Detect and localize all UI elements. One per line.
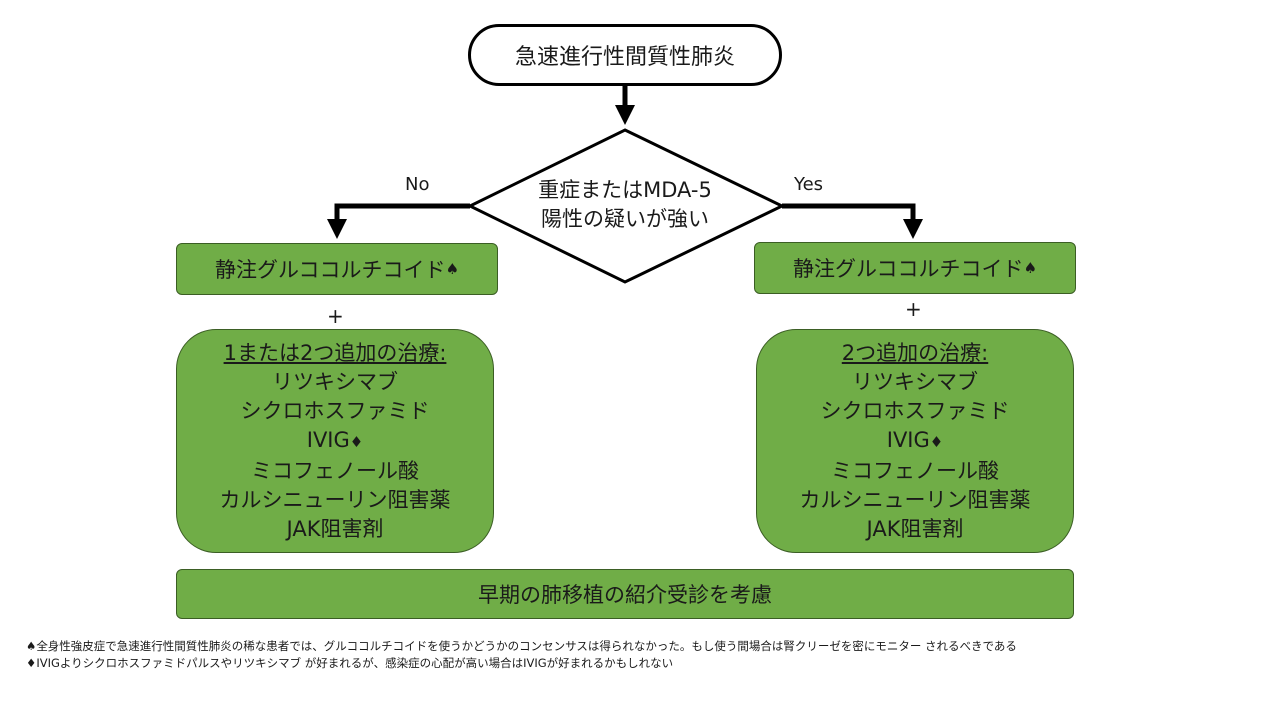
right-steroid-box: 静注グルココルチコイド♠	[754, 242, 1076, 294]
left-ivig-label: IVIG	[306, 427, 350, 452]
footnote-spade: ♠全身性強皮症で急速進行性間質性肺炎の稀な患者では、グルココルチコイドを使うかど…	[26, 638, 1017, 654]
spade-icon: ♠	[445, 260, 460, 278]
edge-label-yes: Yes	[794, 174, 824, 195]
left-treatment-item-calcineurin: カルシニューリン阻害薬	[219, 487, 451, 512]
start-label: 急速進行性間質性肺炎	[514, 45, 735, 70]
diamond-icon: ♦	[26, 656, 37, 670]
left-steroid-label: 静注グルココルチコイド	[214, 258, 446, 282]
right-steroid-label: 静注グルココルチコイド	[792, 257, 1024, 281]
right-treatment-item-ivig: IVIG♦	[887, 426, 943, 457]
start-node: 急速進行性間質性肺炎	[468, 24, 782, 86]
diamond-icon: ♦	[929, 432, 944, 451]
decision-line-1: 重症またはMDA-5	[538, 178, 712, 202]
footnote-spade-text: 全身性強皮症で急速進行性間質性肺炎の稀な患者では、グルココルチコイドを使うかどう…	[36, 639, 1017, 653]
right-treatment-item-mycophenolate: ミコフェノール酸	[831, 458, 999, 483]
diamond-icon: ♦	[349, 432, 364, 451]
left-plus: +	[327, 304, 344, 328]
left-steroid-box: 静注グルココルチコイド♠	[176, 243, 498, 295]
arrow-yes-branch	[782, 203, 923, 239]
decision-diamond	[466, 128, 786, 284]
arrow-no-branch	[327, 203, 470, 239]
right-treatment-item-rituximab: リツキシマブ	[852, 369, 978, 394]
decision-label: 重症またはMDA-5 陽性の疑いが強い	[500, 176, 750, 234]
spade-icon: ♠	[26, 639, 37, 653]
right-treatment-box: 2つ追加の治療: リツキシマブ シクロホスファミド IVIG♦ ミコフェノール酸…	[756, 329, 1074, 553]
lung-transplant-label: 早期の肺移植の紹介受診を考慮	[478, 583, 772, 607]
lung-transplant-box: 早期の肺移植の紹介受診を考慮	[176, 569, 1074, 619]
left-treatment-item-rituximab: リツキシマブ	[272, 369, 398, 394]
right-treatment-item-calcineurin: カルシニューリン阻害薬	[799, 487, 1031, 512]
left-treatment-item-jak: JAK阻害剤	[286, 516, 384, 541]
left-treatment-heading: 1または2つ追加の治療:	[223, 340, 447, 365]
spade-icon: ♠	[1023, 259, 1038, 277]
right-treatment-item-jak: JAK阻害剤	[866, 516, 964, 541]
decision-line-2: 陽性の疑いが強い	[541, 207, 709, 231]
left-treatment-item-mycophenolate: ミコフェノール酸	[251, 458, 419, 483]
right-ivig-label: IVIG	[886, 427, 930, 452]
left-treatment-box: 1または2つ追加の治療: リツキシマブ シクロホスファミド IVIG♦ ミコフェ…	[176, 329, 494, 553]
footnote-diamond-text: IVIGよりシクロホスファミドパルスやリツキシマブ が好まれるが、感染症の心配が…	[36, 656, 674, 670]
left-treatment-item-ivig: IVIG♦	[307, 426, 363, 457]
right-plus: +	[905, 297, 922, 321]
edge-label-no: No	[405, 174, 430, 195]
footnote-diamond: ♦IVIGよりシクロホスファミドパルスやリツキシマブ が好まれるが、感染症の心配…	[26, 655, 673, 671]
right-treatment-heading: 2つ追加の治療:	[841, 340, 989, 365]
left-treatment-item-cyclophosphamide: シクロホスファミド	[240, 398, 430, 423]
right-treatment-item-cyclophosphamide: シクロホスファミド	[820, 398, 1010, 423]
